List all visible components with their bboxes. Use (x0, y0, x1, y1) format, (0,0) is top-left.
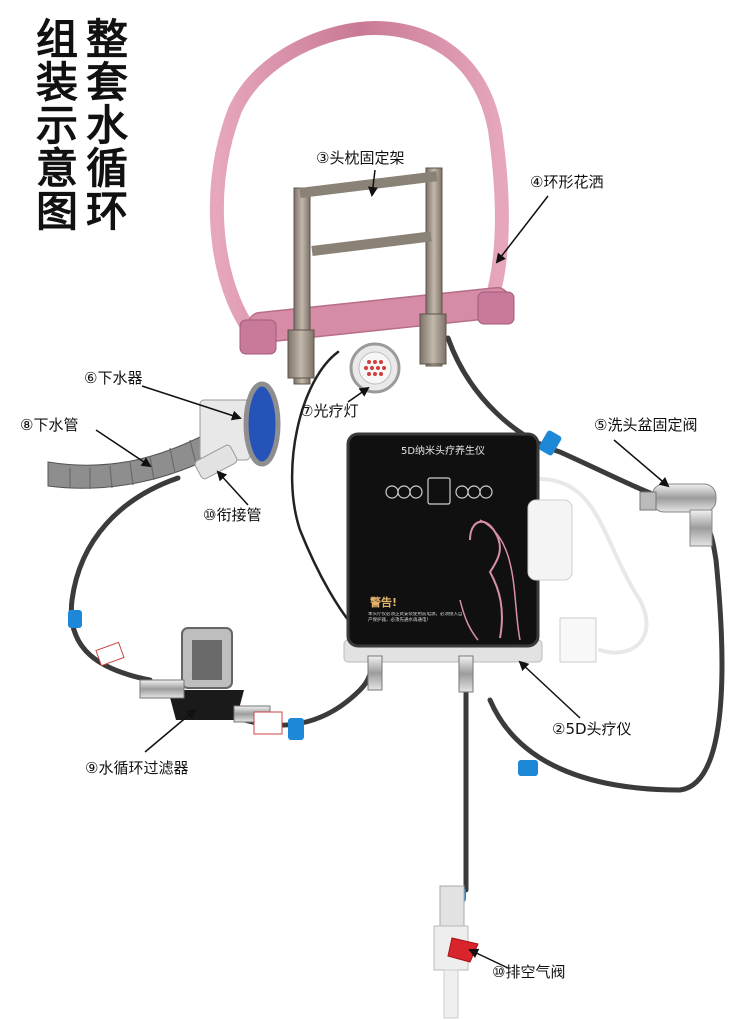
label-basin-valve: ⑤洗头盆固定阀 (594, 416, 697, 434)
labels: ③头枕固定架 ④环形花洒 ⑥下水器 ⑦光疗灯 ⑧下水管 ⑤洗头盆固定阀 ⑩衔接管… (20, 149, 697, 981)
light-cable (290, 350, 354, 627)
arrow-connector (216, 470, 249, 506)
label-light-therapy: ⑦光疗灯 (300, 402, 358, 420)
arrow-headrest (367, 169, 378, 197)
arrow-filter (144, 708, 197, 753)
label-drain: ⑥下水器 (84, 369, 142, 387)
therapy-device: 5D纳米头疗养生仪 警告! 本头疗仪必须正式安装使用前电源，必须接入自产保护器，… (343, 432, 543, 693)
label-filter: ⑨水循环过滤器 (85, 759, 188, 777)
label-drain-pipe: ⑧下水管 (20, 416, 78, 434)
device-warning-title: 警告! (369, 595, 397, 609)
device-header: 5D纳米头疗养生仪 (401, 444, 485, 457)
basin-fixing-valve (639, 483, 717, 547)
label-air-valve: ⑩排空气阀 (492, 963, 565, 981)
headrest-frame (287, 167, 447, 385)
device-buttons (385, 477, 493, 505)
label-ring-shower: ④环形花洒 (530, 173, 603, 191)
arrow-drain-pipe (95, 429, 152, 468)
arrow-air-valve (468, 948, 509, 969)
power-cord (523, 477, 649, 655)
title-column-2: 整套水循环 (85, 15, 128, 236)
water-filter (95, 627, 283, 735)
device-warning-body: 本头疗仪必须正式安装使用前电源，必须接入自产保护器，必须先通水再通电！ (368, 612, 463, 623)
air-release-valve (433, 885, 479, 1019)
power-plug (527, 499, 597, 663)
arrow-light (347, 386, 370, 403)
label-connector-pipe: ⑩衔接管 (203, 506, 261, 524)
title-column-1: 组装示意图 (35, 15, 78, 236)
label-headrest-frame: ③头枕固定架 (316, 149, 404, 167)
annotation-arrows (95, 169, 670, 969)
arrow-drain (141, 385, 242, 421)
label-therapy-device: ②5D头疗仪 (552, 720, 632, 738)
drain-assembly (47, 381, 281, 489)
arrow-basin-valve (613, 439, 670, 488)
arrow-ring-shower (495, 195, 549, 264)
hose-filter-left (68, 475, 181, 683)
ring-shower-frame (209, 20, 515, 355)
hose-device-right (487, 522, 725, 793)
arrow-device (518, 660, 581, 719)
light-therapy-lamp (349, 342, 401, 394)
